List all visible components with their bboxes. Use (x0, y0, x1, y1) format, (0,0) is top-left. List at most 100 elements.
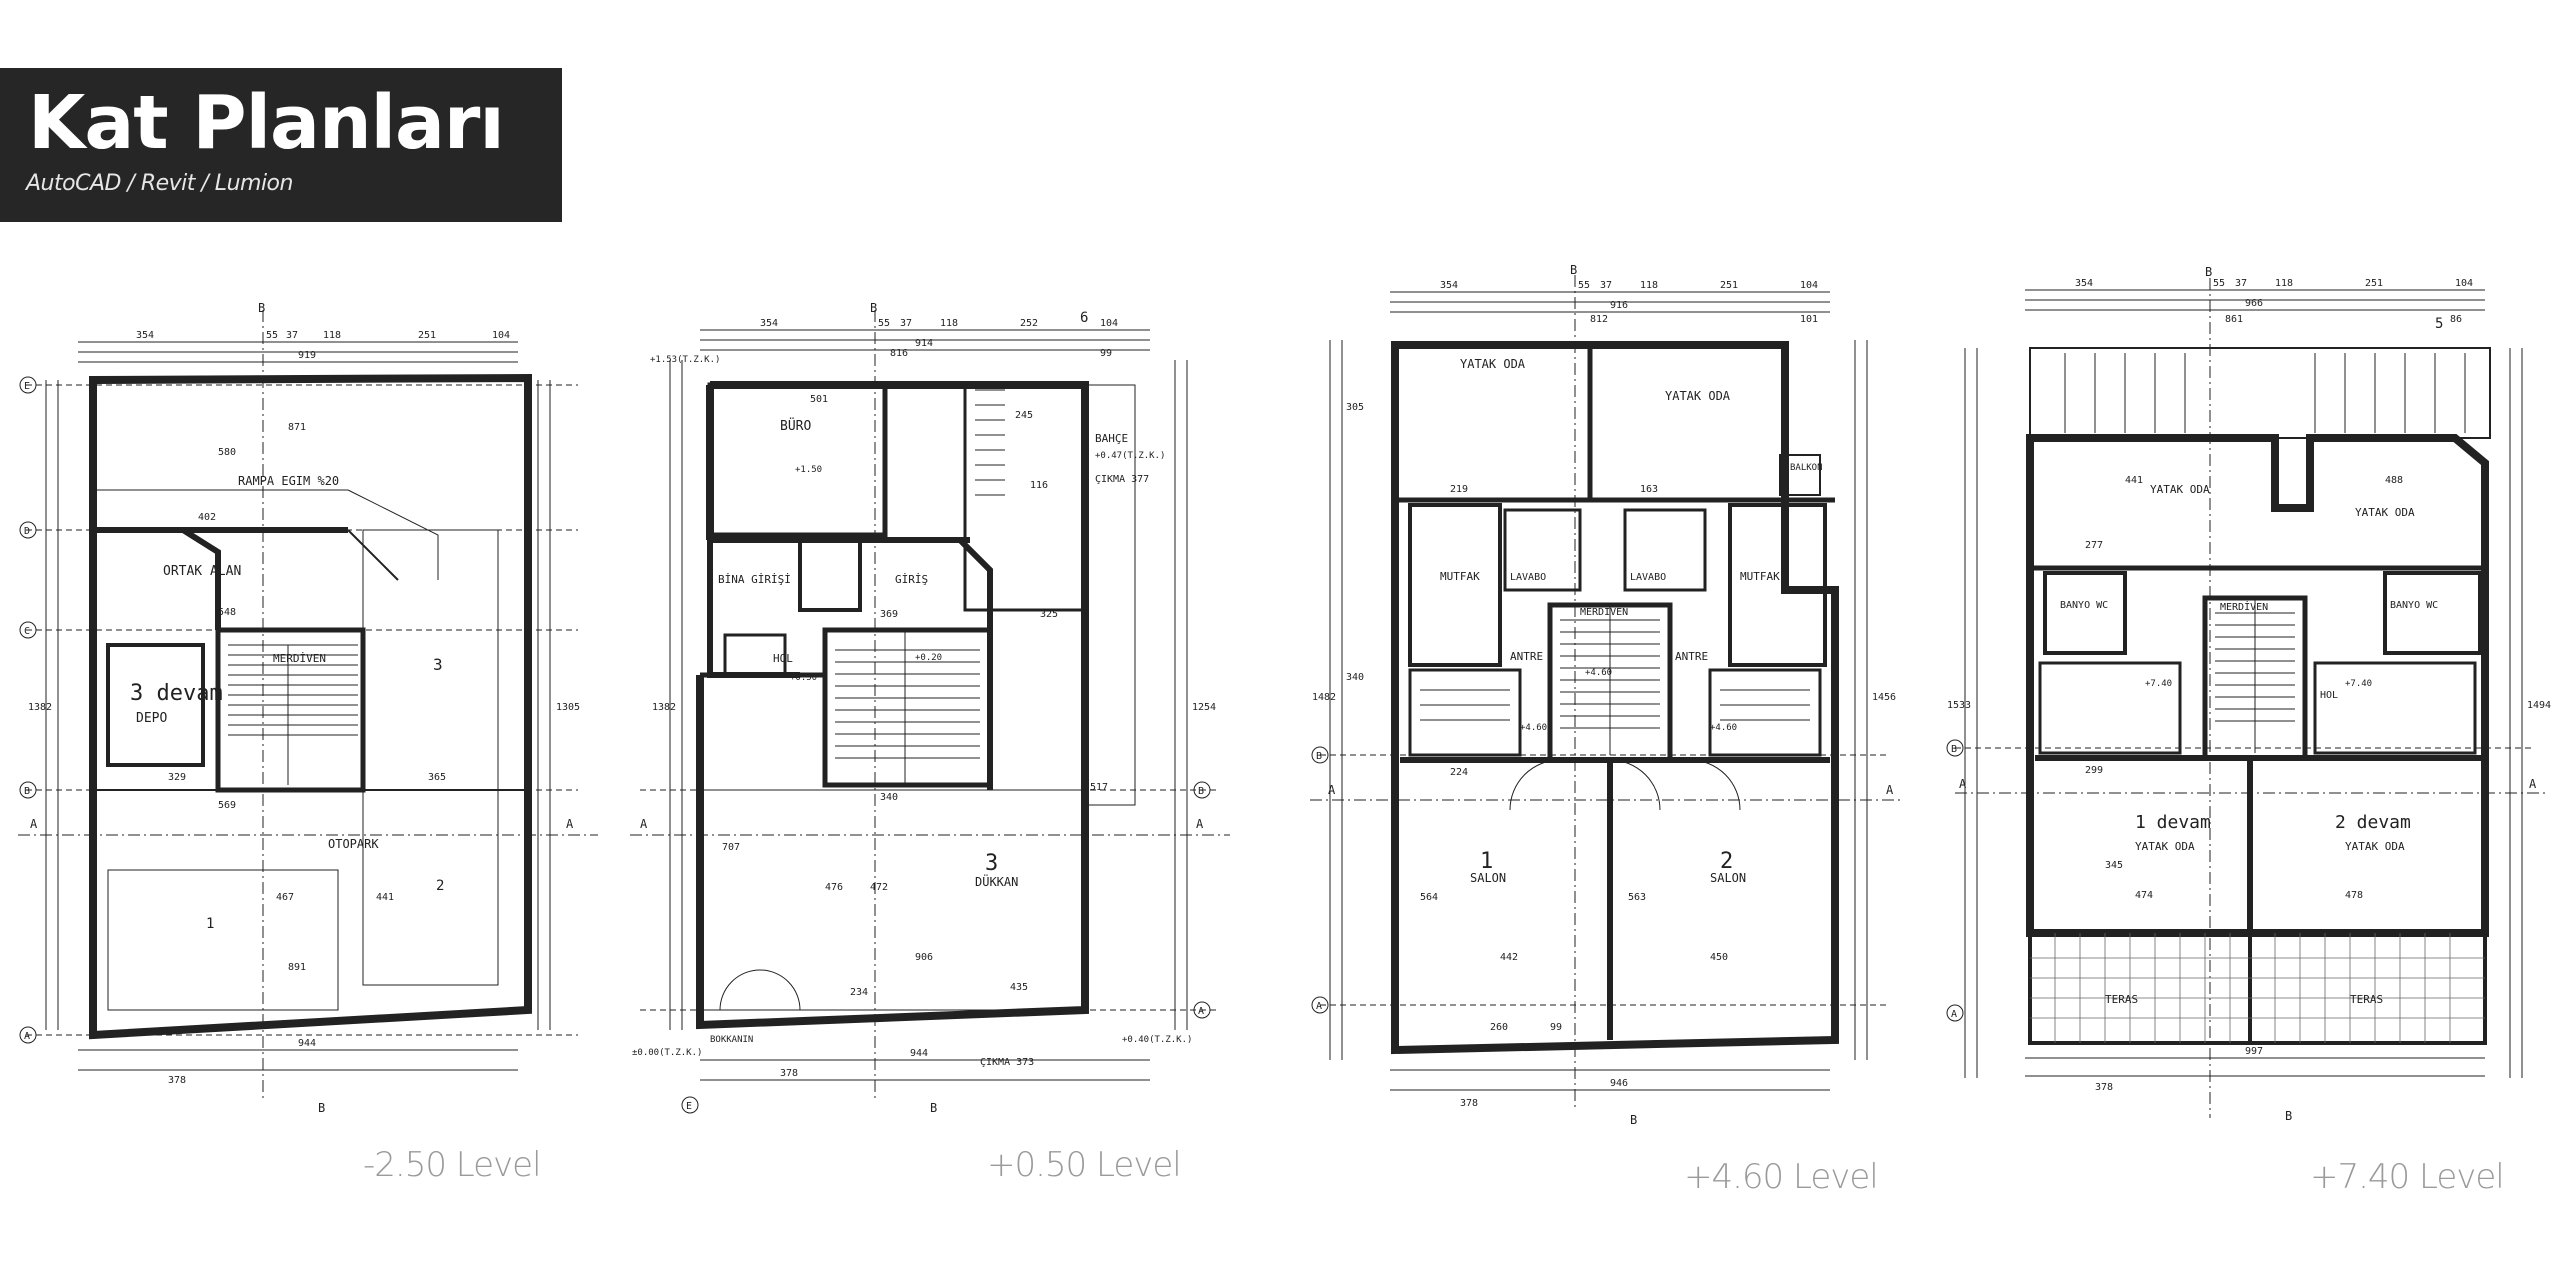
section-mark-right: A (566, 817, 574, 831)
dim: 517 (1090, 782, 1108, 793)
svg-text:A: A (1198, 1006, 1204, 1017)
elevation: ±0.00(T.Z.K.) (632, 1048, 702, 1058)
page-title: Kat Planları (28, 80, 505, 166)
room-label-dukkan: DÜKKAN (975, 873, 1018, 889)
dim: 37 (1600, 280, 1612, 291)
svg-text:B: B (1951, 744, 1957, 755)
section-mark-right: A (2529, 777, 2537, 791)
dim: 104 (1100, 318, 1118, 329)
floor-plan-plus-4-60: YATAK ODA YATAK ODA MUTFAK MUTFAK LAVABO… (1310, 260, 1910, 1130)
section-mark-right: A (1196, 817, 1204, 831)
dim: 1382 (28, 702, 52, 713)
dim: 1305 (556, 702, 580, 713)
room-label-yatak-oda-4: YATAK ODA (2345, 840, 2405, 853)
dim: 354 (2075, 278, 2093, 289)
note-rampa: RAMPA EGIM %20 (238, 474, 339, 488)
dim: 1382 (652, 702, 676, 713)
dim: 251 (1720, 280, 1738, 291)
section-mark-bottom: B (1630, 1113, 1637, 1127)
section-mark-bottom: B (930, 1101, 937, 1115)
room-label-lavabo-1: LAVABO (1510, 572, 1546, 583)
dim: 104 (492, 330, 510, 341)
dim: 99 (1100, 348, 1112, 359)
marker-6: 6 (1080, 310, 1088, 326)
dim: 37 (2235, 278, 2247, 289)
dim: 916 (1610, 300, 1628, 311)
dim: 55 (878, 318, 890, 329)
svg-text:B: B (1198, 786, 1204, 797)
dim: 919 (298, 350, 316, 361)
dim: 251 (2365, 278, 2383, 289)
dim: 450 (1710, 952, 1728, 963)
dim: 245 (1015, 410, 1033, 421)
section-mark-right: A (1886, 783, 1894, 797)
level-label-plus-0-50: +0.50 Level (987, 1145, 1182, 1185)
dim: 219 (1450, 484, 1468, 495)
room-label-banyo-2: BANYO WC (2390, 600, 2438, 611)
room-label-mutfak-2: MUTFAK (1740, 570, 1780, 583)
dim: 501 (810, 394, 828, 405)
dim: 163 (1640, 484, 1658, 495)
dim: 340 (1346, 672, 1364, 683)
room-label-yatak-oda-2: YATAK ODA (2355, 506, 2415, 519)
note-cikma: ÇIKMA 377 (1095, 474, 1149, 485)
dim: 378 (780, 1068, 798, 1079)
dim: 86 (2450, 314, 2462, 325)
dim: 569 (218, 800, 236, 811)
dim: 299 (2085, 765, 2103, 776)
dim: 37 (900, 318, 912, 329)
page-subtitle: AutoCAD / Revit / Lumion (26, 171, 293, 196)
note-cikma-bottom: ÇIKMA 373 (980, 1057, 1034, 1068)
dim: 467 (276, 892, 294, 903)
room-label-salon-2: SALON (1710, 871, 1746, 885)
svg-text:A: A (1316, 1001, 1322, 1012)
level-label-minus-2-50: -2.50 Level (363, 1145, 542, 1185)
room-label-balkon: BALKON (1790, 463, 1823, 473)
section-mark-top: B (258, 301, 265, 315)
elevation: +4.60 (1710, 723, 1737, 733)
marker-1: 1 (1480, 849, 1493, 874)
dim: 442 (1500, 952, 1518, 963)
dim: 99 (1550, 1022, 1562, 1033)
plan-drawing: ORTAK ALAN MERDİVEN DEPO OTOPARK RAMPA E… (18, 301, 598, 1115)
dim: 340 (880, 792, 898, 803)
room-label-merdiven: MERDİVEN (2220, 600, 2268, 613)
dim: 441 (376, 892, 394, 903)
dim: 118 (2275, 278, 2293, 289)
dim: 325 (1040, 609, 1058, 620)
svg-text:B: B (1316, 751, 1322, 762)
room-label-lavabo-2: LAVABO (1630, 572, 1666, 583)
room-label-merdiven: MERDİVEN (1580, 605, 1628, 618)
elevation: +4.60 (1520, 723, 1547, 733)
elevation: +7.40 (2145, 679, 2172, 689)
room-label-ortak-alan: ORTAK ALAN (163, 564, 241, 579)
plan-drawing: BÜRO BİNA GİRİŞİ HOL GİRİŞ DÜKKAN BAHÇE … (630, 301, 1230, 1115)
dim: 365 (428, 772, 446, 783)
marker-3: 3 (433, 655, 443, 674)
dim: 478 (2345, 890, 2363, 901)
dim: 55 (1578, 280, 1590, 291)
section-mark-left: A (1959, 777, 1967, 791)
dim: 441 (2125, 475, 2143, 486)
dim: 402 (198, 512, 216, 523)
dim: 944 (910, 1048, 928, 1059)
note-1-devam: 1 devam (2135, 812, 2211, 833)
dim: 472 (870, 882, 888, 893)
dim: 260 (1490, 1022, 1508, 1033)
title-block: Kat Planları AutoCAD / Revit / Lumion (0, 68, 562, 222)
room-label-buro: BÜRO (780, 417, 811, 434)
section-mark-left: A (640, 817, 648, 831)
dim: 104 (1800, 280, 1818, 291)
section-mark-left: A (30, 817, 38, 831)
room-label-hol: HOL (773, 652, 793, 665)
plan-drawing: YATAK ODA YATAK ODA BANYO WC BANYO WC ME… (1946, 265, 2551, 1123)
dim: 378 (2095, 1082, 2113, 1093)
dim: 118 (1640, 280, 1658, 291)
dim: 1254 (1192, 702, 1216, 713)
dim: 474 (2135, 890, 2153, 901)
dim: 891 (288, 962, 306, 973)
dim: 118 (940, 318, 958, 329)
room-label-teras-2: TERAS (2350, 993, 2383, 1006)
dim: 354 (136, 330, 154, 341)
dim: 369 (880, 609, 898, 620)
